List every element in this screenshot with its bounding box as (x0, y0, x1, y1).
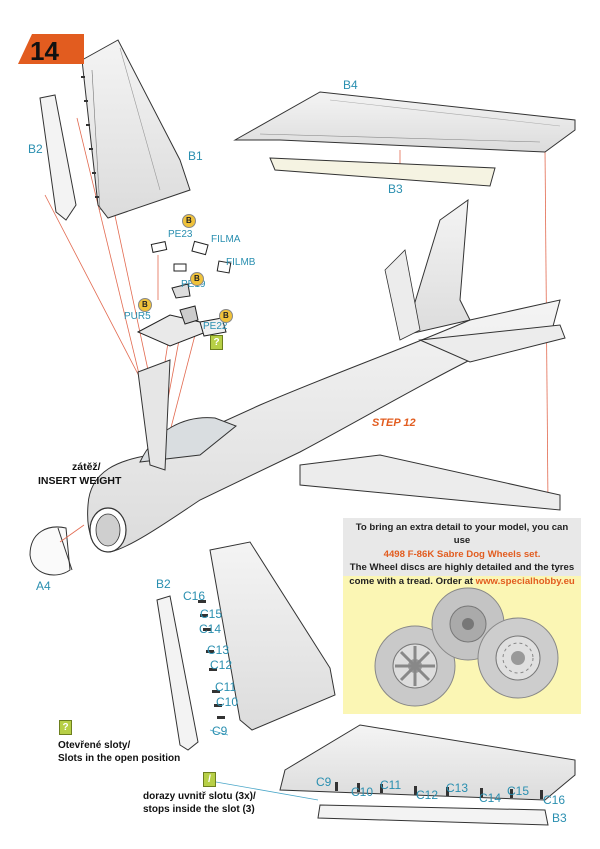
wing-b1 (81, 39, 191, 219)
nose-cone-a4 (29, 526, 71, 576)
label-pur5: PUR5 (124, 311, 151, 322)
stops-cz: dorazy uvnitř slotu (3x)/ (143, 791, 256, 802)
label-b1: B1 (188, 149, 203, 163)
label-b3-top: B3 (388, 182, 403, 196)
info-icon: ? (210, 335, 223, 350)
promo-url[interactable]: www.specialhobby.eu (475, 575, 575, 587)
glue-marker: B (190, 272, 204, 286)
insert-weight-cz: zátěž/ (72, 461, 101, 473)
label-filma: FILMA (211, 234, 241, 245)
label-c14-bottom: C14 (479, 791, 502, 805)
promo-line3: come with a tread. Order at (349, 575, 473, 587)
label-b2-top: B2 (28, 142, 43, 156)
promo-text: To bring an extra detail to your model, … (347, 521, 577, 588)
label-c11-left: C11 (215, 680, 237, 694)
glue-marker: B (138, 298, 152, 312)
glue-marker: B (182, 214, 196, 228)
wing-b4 (233, 91, 576, 153)
slots-open-cz: Otevřené sloty/ (58, 740, 131, 751)
promo-product: 4498 F-86K Sabre Dog Wheels set. (383, 548, 541, 560)
wing-lower-right (279, 724, 576, 801)
stops-en: stops inside the slot (3) (143, 804, 255, 815)
slat-b2-top (39, 94, 77, 221)
info-icon: ? (59, 720, 72, 735)
vertical-tail (404, 198, 471, 336)
wheel-front-right (477, 617, 559, 699)
label-pe23: PE23 (168, 229, 193, 240)
label-c13-left: C13 (207, 643, 230, 657)
label-c15-bottom: C15 (507, 784, 530, 798)
label-c12-bottom: C12 (416, 788, 439, 802)
label-c12-left: C12 (210, 658, 233, 672)
glue-marker-letter: B (223, 311, 229, 320)
glue-marker: B (219, 309, 233, 323)
label-c9-bottom: C9 (316, 775, 332, 789)
glue-marker-letter: B (194, 274, 200, 283)
promo-box: To bring an extra detail to your model, … (343, 518, 581, 714)
label-c14-left: C14 (199, 622, 222, 636)
label-c10-left: C10 (216, 695, 239, 709)
slat-b3-top (269, 157, 496, 187)
glue-marker-letter: B (186, 216, 192, 225)
insert-weight-en: INSERT WEIGHT (38, 475, 122, 487)
label-c10-bottom: C10 (351, 785, 374, 799)
promo-header (343, 518, 581, 576)
glue-marker-letter: B (142, 300, 148, 309)
label-b4: B4 (343, 78, 358, 92)
label-c16-bottom: C16 (543, 793, 566, 807)
slat-b2-bottom (156, 595, 199, 751)
promo-line1: To bring an extra detail to your model, … (355, 522, 569, 547)
step-number: 14 (30, 36, 59, 66)
step-badge (18, 34, 84, 64)
label-c13-bottom: C13 (446, 781, 469, 795)
promo-line2: The Wheel discs are highly detailed and … (349, 562, 575, 574)
wheel-front-left (374, 625, 456, 707)
label-c15-left: C15 (200, 607, 223, 621)
label-b3-bottom: B3 (552, 811, 567, 825)
label-c16-left: C16 (183, 589, 206, 603)
label-c9-left: C9 (212, 724, 228, 738)
wing-lower-left (209, 541, 336, 731)
label-b2-bottom: B2 (156, 577, 171, 591)
label-a4: A4 (36, 579, 51, 593)
info-icon: / (203, 772, 216, 787)
label-filmb: FILMB (226, 257, 256, 268)
label-pe22: PE22 (203, 321, 228, 332)
label-c11-bottom: C11 (380, 778, 402, 792)
slots-open-en: Slots in the open position (58, 753, 181, 764)
wheels-image (374, 587, 559, 707)
sub-step-label: STEP 12 (372, 417, 416, 429)
